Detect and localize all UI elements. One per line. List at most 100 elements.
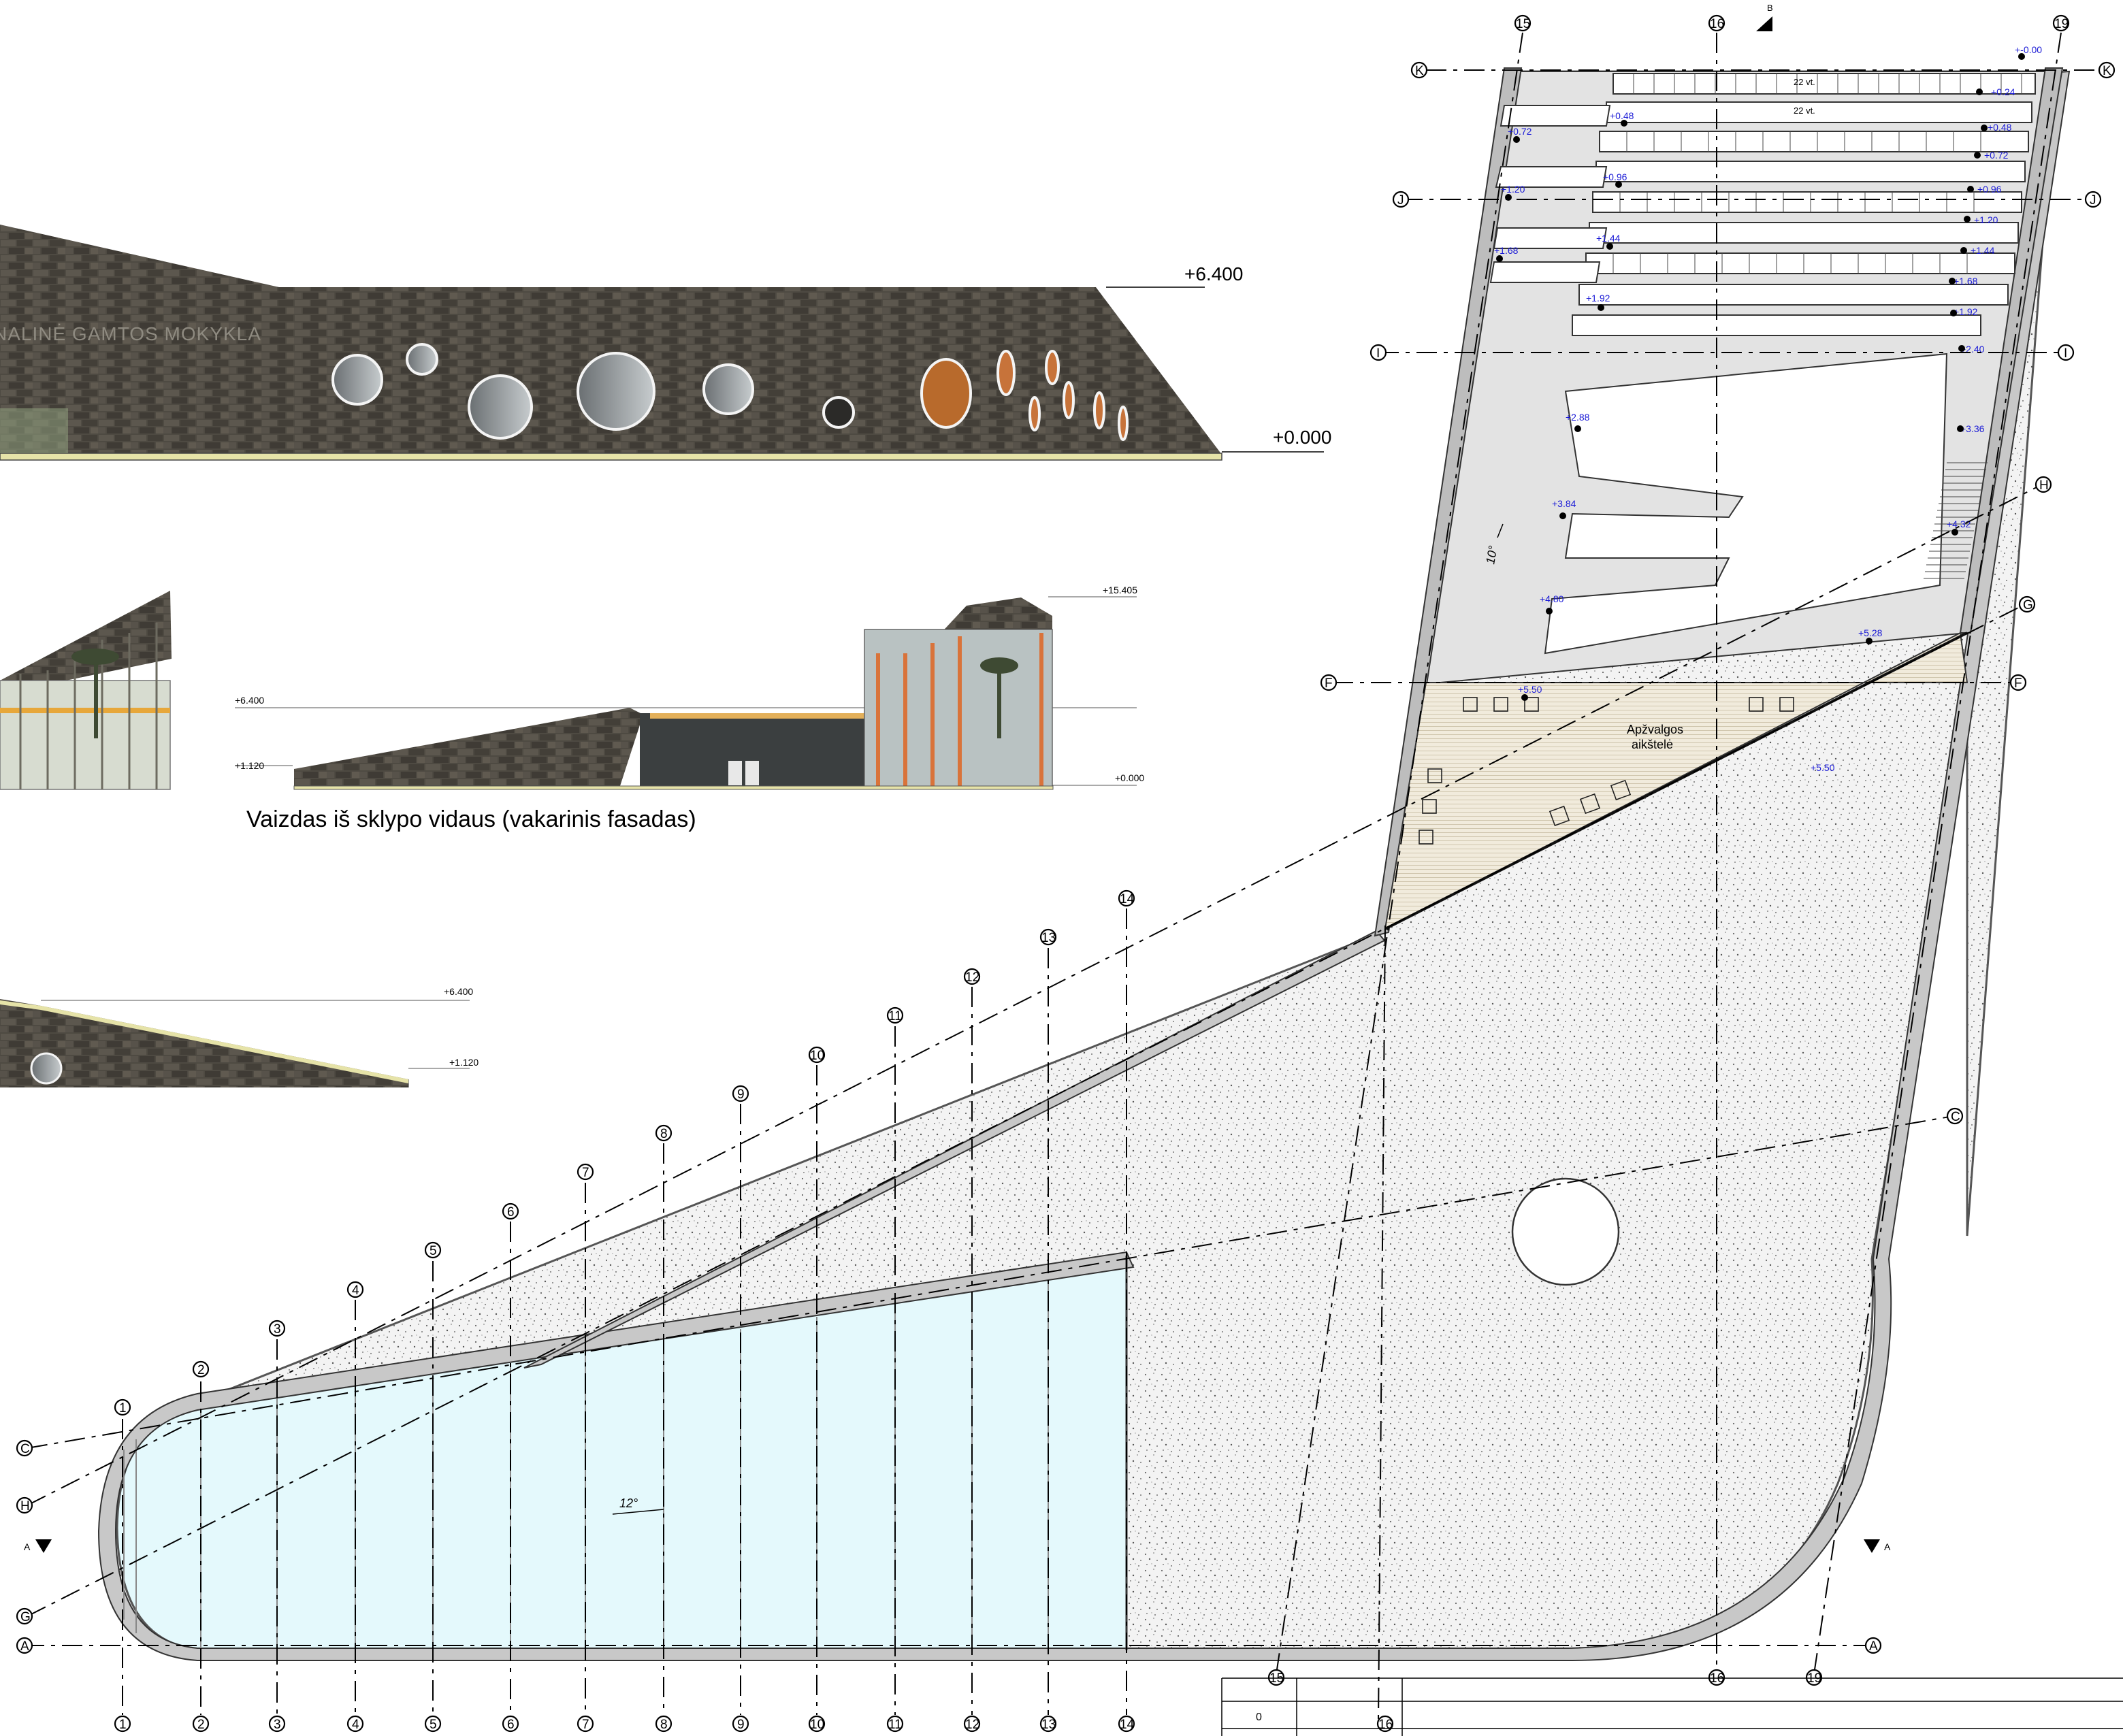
grid-bubble-16-bottom: 16 [1708, 1669, 1725, 1686]
svg-text:+1.68: +1.68 [1494, 245, 1519, 256]
svg-text:+0.48: +0.48 [1610, 110, 1634, 121]
grid-bubble-11-top: 11 [886, 1006, 904, 1024]
svg-text:9: 9 [737, 1718, 745, 1732]
grid-bubble-3-bottom: 3 [268, 1715, 286, 1733]
plan-tower-wall [1374, 67, 1523, 937]
svg-text:+3.36: +3.36 [1960, 423, 1985, 434]
grid-lines [24, 32, 2100, 1722]
grid-bubble-16-lower: 16 [1376, 1715, 1394, 1733]
svg-text:+1.44: +1.44 [1971, 245, 1995, 256]
plan-outer-wall [97, 70, 2071, 1661]
svg-text:K: K [1415, 64, 1424, 78]
svg-text:H: H [2039, 478, 2049, 493]
svg-text:A: A [1869, 1639, 1878, 1654]
grid-bubble-8-top: 8 [655, 1124, 672, 1142]
svg-text:4: 4 [352, 1718, 359, 1732]
section-marker-a-left: A [24, 1539, 52, 1553]
floor-plan: Apžvalgos aikštelė [24, 3, 2071, 1661]
elevation-top-roof [0, 225, 1222, 455]
grid-bubble-F-left: F [1320, 674, 1338, 691]
plan-observation-deck [1384, 632, 1968, 930]
svg-text:12: 12 [965, 970, 979, 985]
svg-text:7: 7 [582, 1718, 589, 1732]
grid-bubble-10-bottom: 10 [808, 1715, 826, 1733]
svg-text:+5.50: +5.50 [1811, 762, 1835, 773]
plan-level-marks-right: +-0.00 +0.24 +0.48 +0.72 +0.96 +1.20 +1.… [1811, 44, 2042, 773]
angle-label-bottom: 12° [619, 1496, 638, 1510]
plan-level-marks-left: +0.48 +0.72 +0.96 +1.20 +1.44 +1.68 +1.9… [1494, 110, 1634, 695]
grid-bubble-10-top: 10 [808, 1046, 826, 1064]
grid-bubble-C-left: C [16, 1439, 33, 1457]
grid-bubble-7-bottom: 7 [577, 1715, 594, 1733]
svg-text:C: C [20, 1442, 30, 1456]
svg-text:+4.32: +4.32 [1947, 519, 1971, 529]
observation-deck-seats [1419, 697, 1794, 845]
elevation-west-roof-low [294, 708, 643, 788]
svg-text:+2.88: +2.88 [1566, 412, 1590, 423]
svg-text:F: F [1325, 676, 1333, 691]
amphitheatre-seat-rows [1489, 73, 2036, 655]
svg-text:I: I [1376, 346, 1380, 361]
grid-bubble-1-bottom: 1 [114, 1715, 131, 1733]
svg-text:J: J [1397, 193, 1404, 208]
svg-text:13: 13 [1041, 931, 1056, 945]
svg-text:+1.92: +1.92 [1586, 293, 1610, 304]
grid-bubble-19-top: 19 [2052, 14, 2070, 32]
grid-bubble-7-top: 7 [577, 1163, 594, 1181]
svg-text:5: 5 [430, 1244, 437, 1258]
svg-text:+5.28: +5.28 [1858, 627, 1883, 638]
svg-text:H: H [20, 1499, 30, 1513]
svg-text:6: 6 [507, 1718, 515, 1732]
elevation-bottom: +6.400 +1.120 [0, 986, 479, 1087]
grid-bubble-I-left: I [1370, 344, 1387, 361]
svg-text:+1.68: +1.68 [1954, 276, 1978, 286]
svg-text:16: 16 [1378, 1718, 1393, 1732]
grid-bubbles: 1 2 3 4 5 6 7 8 9 10 11 12 13 14 1 2 3 4… [16, 14, 2116, 1733]
grid-bubble-5-bottom: 5 [424, 1715, 442, 1733]
grid-bubble-8-bottom: 8 [655, 1715, 672, 1733]
grid-bubble-12-bottom: 12 [963, 1715, 981, 1733]
plan-skylight [1511, 1177, 1620, 1286]
svg-text:+0.72: +0.72 [1984, 150, 2009, 161]
svg-text:10: 10 [810, 1049, 824, 1063]
grid-bubble-6-bottom: 6 [502, 1715, 519, 1733]
title-block: 0 [1221, 1677, 2123, 1736]
svg-text:+0.72: +0.72 [1508, 126, 1532, 137]
svg-text:3: 3 [274, 1718, 281, 1732]
svg-text:4: 4 [352, 1283, 359, 1298]
level-marker-icons [1496, 53, 2025, 701]
grid-bubble-14-top: 14 [1118, 889, 1135, 907]
elevation-top-level-zero: +0.000 [1273, 427, 1331, 448]
svg-text:10: 10 [810, 1718, 824, 1732]
svg-text:12: 12 [965, 1718, 979, 1732]
svg-text:8: 8 [660, 1127, 668, 1141]
svg-text:I: I [2064, 346, 2067, 361]
grid-bubble-4-bottom: 4 [346, 1715, 364, 1733]
svg-text:1: 1 [119, 1401, 127, 1415]
svg-text:G: G [20, 1610, 31, 1624]
svg-text:A: A [24, 1541, 31, 1552]
svg-text:11: 11 [888, 1718, 902, 1732]
seats-label-1: 22 vt. [1794, 77, 1815, 87]
elevation-west-left-roof [0, 591, 172, 694]
svg-text:8: 8 [660, 1718, 668, 1732]
elevation-west-left-glazing [0, 680, 171, 790]
grid-bubble-1-top: 1 [114, 1398, 131, 1416]
elevation-west-level-zero: +0.000 [1115, 772, 1144, 783]
grid-bubble-A-left: A [16, 1637, 33, 1654]
svg-text:+1.20: +1.20 [1974, 214, 1998, 225]
elevation-bottom-window [30, 1052, 63, 1085]
svg-text:F: F [2014, 676, 2022, 691]
section-marker-a-right: A [1864, 1539, 1891, 1553]
svg-text:C: C [1951, 1110, 1960, 1124]
svg-text:+0.24: +0.24 [1991, 86, 2015, 97]
svg-text:2: 2 [197, 1363, 205, 1377]
palm-tree-icon [980, 657, 1018, 738]
svg-text:+4.80: +4.80 [1540, 593, 1564, 604]
elevation-west: +15.405 +6.400 +1.120 +0.000 Vaizdas iš … [0, 585, 1144, 832]
elevation-top-windows [331, 343, 1129, 441]
svg-text:13: 13 [1041, 1718, 1056, 1732]
svg-text:+1.20: +1.20 [1501, 184, 1525, 195]
svg-text:7: 7 [582, 1166, 589, 1180]
